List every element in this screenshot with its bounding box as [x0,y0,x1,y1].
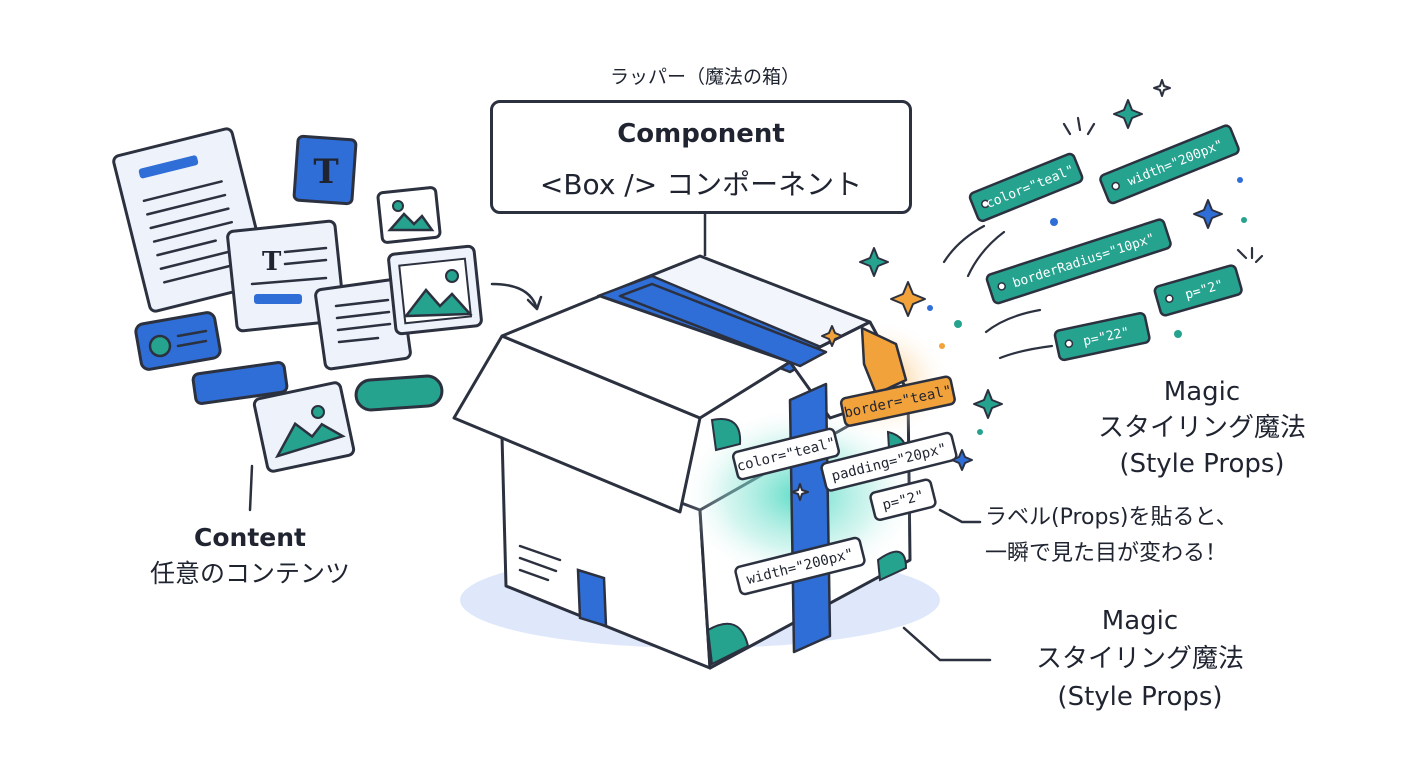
wrapper-caption: ラッパー（魔法の箱） [609,66,800,88]
sparkle-icon [791,79,1223,501]
image-icon [376,186,442,244]
motion-lines [942,116,1264,360]
flying-tag: borderRadius="10px" [985,218,1172,305]
magic-label-upper-jp: スタイリング魔法 [1097,413,1306,443]
card-icon [314,277,412,371]
content-label: Content 任意のコンテンツ [120,520,380,592]
component-subtitle: <Box /> コンポーネント [539,168,863,201]
pill-icon [354,374,444,412]
content-label-subtitle: 任意のコンテンツ [149,559,350,588]
callout-leader [938,508,982,524]
content-leader [248,464,254,512]
magic-label-lower-en: (Style Props) [1057,682,1223,712]
callout-line-1: ラベル(Props)を貼ると、 [985,505,1238,530]
magic-label-upper: Magic スタイリング魔法 (Style Props) [1052,374,1352,482]
callout-line-2: 一瞬で見た目が変わる！ [985,541,1228,566]
image-icon [387,244,483,336]
magic-label-upper-en: (Style Props) [1119,449,1285,479]
content-arrow [490,282,538,308]
image-icon [252,381,356,473]
magic-label-lower-jp: スタイリング魔法 [1035,644,1244,674]
magic-label-upper-title: Magic [1163,377,1241,407]
svg-text:T: T [313,152,338,192]
box-tag-p: p="2" [869,478,937,522]
content-label-title: Content [194,523,306,552]
component-box: Component <Box /> コンポーネント [490,100,912,214]
magic-label-lower: Magic スタイリング魔法 (Style Props) [990,602,1290,716]
magic-leader [902,626,992,662]
flying-tag: color="teal" [968,152,1084,223]
magic-label-lower-title: Magic [1101,606,1179,636]
flying-tag: p="22" [1053,312,1151,362]
flying-tag: p="2" [1153,264,1243,317]
sparkle-dots [927,177,1247,435]
flying-tag: width="200px" [1099,124,1240,205]
text-icon: T [292,134,358,206]
svg-text:T: T [262,247,282,277]
avatar-chip-icon [134,311,222,371]
pill-icon [191,361,289,405]
callout-text: ラベル(Props)を貼ると、 一瞬で見た目が変わる！ [985,500,1315,572]
component-title: Component [617,119,785,149]
